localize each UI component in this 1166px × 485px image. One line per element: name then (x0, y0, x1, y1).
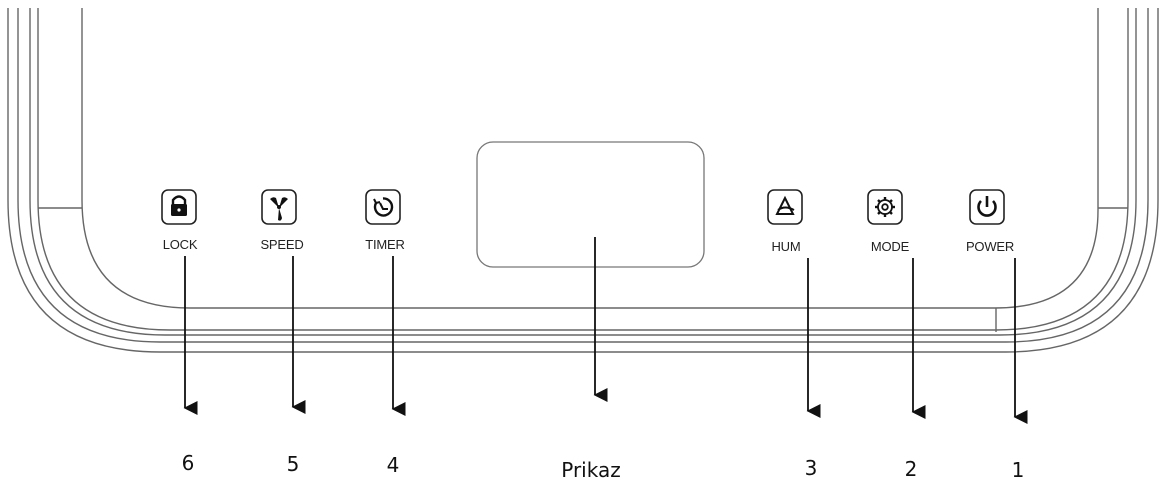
lock-label: LOCK (162, 237, 198, 252)
power-button[interactable] (969, 189, 1005, 225)
hum-label: HUM (771, 239, 801, 254)
timer-icon (373, 197, 394, 217)
panel-housing (7, 8, 1159, 353)
power-label: POWER (965, 239, 1015, 254)
callout-5: 5 (286, 452, 300, 476)
speed-button[interactable] (261, 189, 297, 225)
speed-label: SPEED (260, 237, 304, 252)
hum-button[interactable] (767, 189, 803, 225)
display-window (476, 141, 705, 268)
timer-label: TIMER (365, 237, 405, 252)
mode-button[interactable] (867, 189, 903, 225)
gear-icon (875, 197, 895, 217)
power-icon (977, 196, 997, 217)
droplet-icon (775, 195, 795, 215)
callout-3: 3 (804, 456, 818, 480)
callout-1: 1 (1011, 458, 1025, 482)
callout-6: 6 (181, 451, 195, 475)
lock-icon (171, 195, 187, 216)
display-callout: Prikaz (561, 458, 621, 482)
lock-button[interactable] (161, 189, 197, 225)
mode-label: MODE (870, 239, 910, 254)
callout-2: 2 (904, 457, 918, 481)
fan-icon (270, 197, 288, 221)
callout-4: 4 (386, 453, 400, 477)
timer-button[interactable] (365, 189, 401, 225)
